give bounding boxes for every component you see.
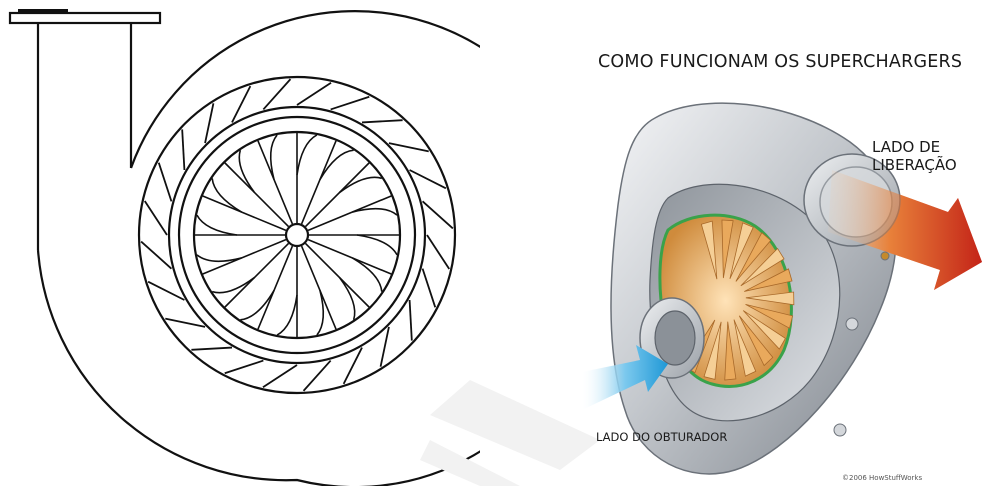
flange-bolt xyxy=(18,9,68,14)
outlet-flange xyxy=(8,11,162,25)
impeller-blade xyxy=(202,195,287,232)
impeller-blades xyxy=(195,133,399,337)
diffuser-vane xyxy=(140,240,173,270)
diffuser-vane xyxy=(342,347,363,385)
impeller-blade-curve xyxy=(296,134,318,176)
impeller-blade xyxy=(224,242,290,308)
impeller-blade-curve xyxy=(338,276,356,321)
diffuser-vanes xyxy=(140,78,454,392)
diffuser-vane xyxy=(421,268,437,308)
diffuser-vane xyxy=(204,103,215,144)
impeller-blade xyxy=(202,238,287,275)
diffuser-vane xyxy=(231,85,252,123)
diffuser-vane xyxy=(262,78,292,111)
impeller-fin xyxy=(743,310,786,350)
impeller-fin xyxy=(735,232,772,282)
diffuser-outer-ring xyxy=(137,75,457,395)
impeller-blade-curve xyxy=(196,214,238,236)
diffuser-vane xyxy=(191,346,233,351)
impeller-blade xyxy=(257,140,294,225)
intake-pipe-inner xyxy=(654,310,696,366)
housing-bolt xyxy=(833,423,847,437)
diffuser-vane xyxy=(388,142,429,153)
impeller-fin xyxy=(745,303,794,329)
impeller-fin xyxy=(745,291,795,306)
diffuser-vane xyxy=(296,82,332,106)
impeller-fin xyxy=(700,220,718,280)
impeller-fin xyxy=(733,319,757,377)
discharge-side-label: LADO DE LIBERAÇÃO xyxy=(872,138,957,174)
diffuser-inner-ring xyxy=(167,105,427,365)
diffuser-vane xyxy=(421,200,454,230)
diffuser-vane xyxy=(361,119,403,124)
diffuser-vane xyxy=(165,317,206,328)
impeller-blade xyxy=(300,245,337,330)
intake-side-label: LADO DO OBTURADOR xyxy=(596,430,728,444)
impeller-outer-ring xyxy=(177,115,417,355)
impeller-blade-curve xyxy=(211,178,242,213)
impeller-blade-curve xyxy=(338,176,383,194)
impeller-fin xyxy=(744,268,793,292)
impeller-blade-curve xyxy=(196,254,242,263)
diffuser-vane xyxy=(157,162,173,202)
impeller-blade-curve xyxy=(238,149,256,194)
impeller-blade-curve xyxy=(240,290,275,321)
impeller-blade xyxy=(257,245,294,330)
impeller-fin xyxy=(740,247,785,287)
impeller-blade xyxy=(307,238,392,275)
diffuser-vane xyxy=(408,299,413,341)
intake-arrow xyxy=(582,345,668,410)
impeller-inner-ring xyxy=(192,130,402,340)
impeller-blade xyxy=(304,242,370,308)
diffuser-vane xyxy=(302,359,332,392)
housing-bolt xyxy=(880,251,890,261)
impeller-blade xyxy=(300,140,337,225)
impeller-blade-curve xyxy=(269,134,278,180)
centrifugal-pump-line-drawing xyxy=(8,9,480,486)
diffuser-vane xyxy=(426,234,450,270)
diffuser-vane xyxy=(147,280,185,301)
discharge-label-line2: LIBERAÇÃO xyxy=(872,156,957,174)
impeller-fin xyxy=(724,321,737,381)
diffuser-vane xyxy=(330,95,370,111)
impeller-blade-curve xyxy=(276,294,298,336)
diffuser-vane xyxy=(409,169,447,190)
impeller-blade xyxy=(304,162,370,228)
impeller-blade-curve xyxy=(352,257,383,292)
impeller-fin xyxy=(729,222,754,279)
impeller-hub xyxy=(284,222,310,248)
copyright-notice: ©2006 HowStuffWorks xyxy=(842,474,923,482)
impeller-fin xyxy=(721,219,734,279)
impeller-fin xyxy=(738,315,774,367)
impeller-blade-curve xyxy=(356,234,398,256)
volute-casing xyxy=(36,10,480,486)
diffuser-vane xyxy=(224,359,264,375)
diffuser-vane xyxy=(379,326,390,367)
impeller-blade-curve xyxy=(316,290,325,336)
housing-bolt xyxy=(845,317,859,331)
impeller-blade xyxy=(224,162,290,228)
discharge-label-line1: LADO DE xyxy=(872,138,941,156)
impeller-fin xyxy=(703,321,722,380)
impeller-blade xyxy=(307,195,392,232)
impeller-blade-curve xyxy=(352,207,398,216)
diffuser-vane xyxy=(144,200,168,236)
impeller-blade-curve xyxy=(319,149,354,180)
impeller-blade-curve xyxy=(211,276,256,294)
figure-title: COMO FUNCIONAM OS SUPERCHARGERS xyxy=(598,52,963,72)
diffuser-vane xyxy=(262,364,298,388)
diffuser-vane xyxy=(181,129,186,171)
